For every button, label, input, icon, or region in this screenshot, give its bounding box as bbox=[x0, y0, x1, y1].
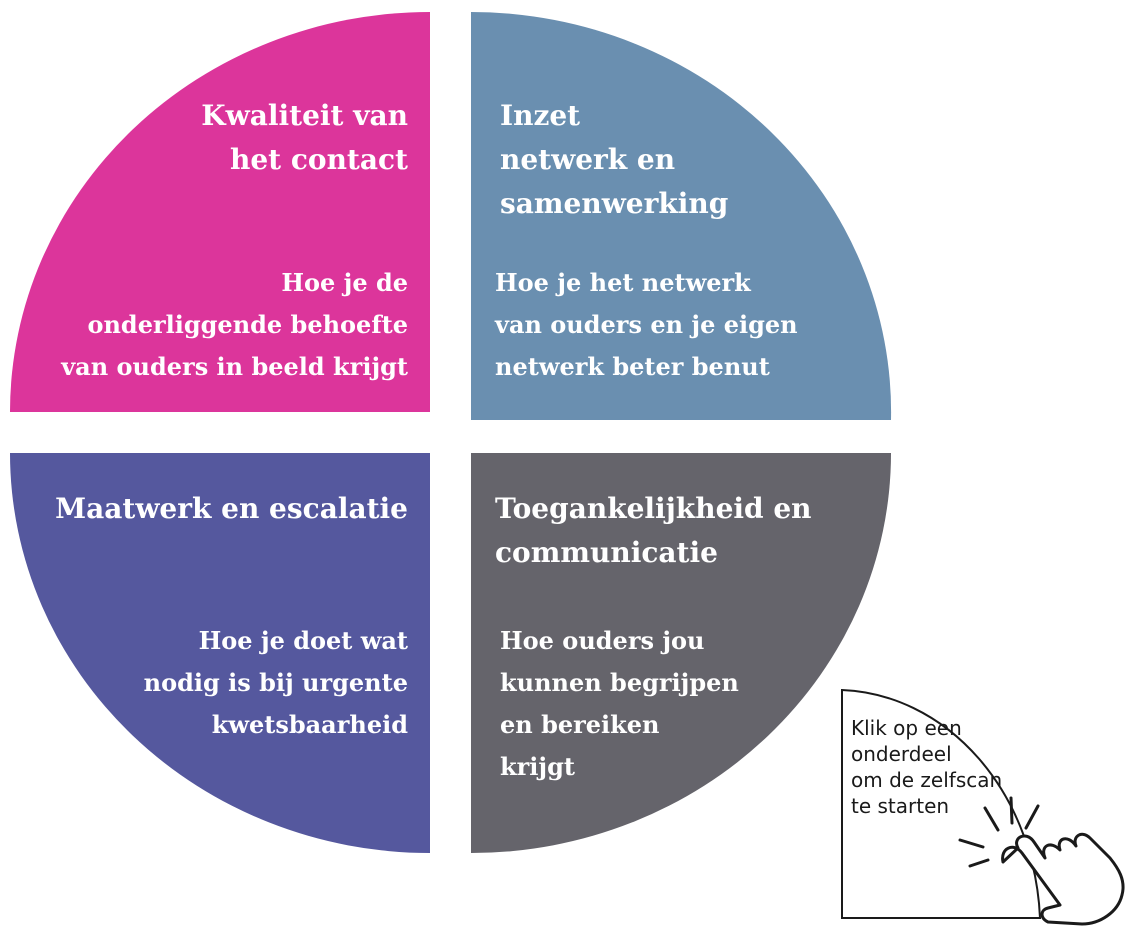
segment-title-inzet[interactable]: Inzet netwerk en samenwerking bbox=[500, 94, 728, 226]
segment-desc-kwaliteit[interactable]: Hoe je de onderliggende behoefte van oud… bbox=[12, 262, 408, 388]
desc-line: Hoe je doet wat bbox=[198, 626, 408, 655]
desc-line: onderliggende behoefte bbox=[87, 310, 408, 339]
segment-inzet[interactable] bbox=[471, 11, 892, 420]
hint-line: Klik op een bbox=[851, 716, 962, 740]
title-line: netwerk en bbox=[500, 143, 676, 176]
title-line: Inzet bbox=[500, 99, 581, 132]
segment-desc-maatwerk[interactable]: Hoe je doet wat nodig is bij urgente kwe… bbox=[60, 620, 408, 746]
title-line: het contact bbox=[230, 143, 408, 176]
title-line: communicatie bbox=[495, 536, 718, 569]
desc-line: en bereiken bbox=[500, 710, 660, 739]
desc-line: Hoe ouders jou bbox=[500, 626, 705, 655]
desc-line: kwetsbaarheid bbox=[211, 710, 408, 739]
desc-line: krijgt bbox=[500, 752, 575, 781]
segment-title-toegankelijkheid[interactable]: Toegankelijkheid en communicatie bbox=[495, 487, 812, 575]
segment-title-kwaliteit[interactable]: Kwaliteit van het contact bbox=[130, 94, 408, 182]
title-line: samenwerking bbox=[500, 187, 729, 220]
hint-line: onderdeel bbox=[851, 742, 952, 766]
segment-desc-inzet[interactable]: Hoe je het netwerk van ouders en je eige… bbox=[495, 262, 798, 388]
segment-toegankelijkheid[interactable] bbox=[471, 453, 891, 853]
segment-maatwerk[interactable] bbox=[10, 453, 430, 853]
hint-line: te starten bbox=[851, 794, 950, 818]
desc-line: nodig is bij urgente bbox=[143, 668, 408, 697]
desc-line: kunnen begrijpen bbox=[500, 668, 739, 697]
hint-text: Klik op een onderdeel om de zelfscan te … bbox=[851, 715, 1002, 819]
title-line: Toegankelijkheid en bbox=[495, 492, 812, 525]
segment-kwaliteit[interactable] bbox=[10, 12, 430, 412]
desc-line: van ouders en je eigen bbox=[495, 310, 798, 339]
desc-line: netwerk beter benut bbox=[495, 352, 770, 381]
segment-desc-toegankelijkheid[interactable]: Hoe ouders jou kunnen begrijpen en berei… bbox=[500, 620, 739, 788]
title-line: Kwaliteit van bbox=[201, 99, 408, 132]
desc-line: van ouders in beeld krijgt bbox=[61, 352, 408, 381]
hand-click-icon bbox=[958, 796, 1125, 926]
segment-title-maatwerk[interactable]: Maatwerk en escalatie bbox=[14, 487, 408, 531]
hint-card bbox=[841, 688, 1042, 919]
hint-line: om de zelfscan bbox=[851, 768, 1003, 792]
desc-line: Hoe je de bbox=[281, 268, 408, 297]
desc-line: Hoe je het netwerk bbox=[495, 268, 751, 297]
title-line: Maatwerk en escalatie bbox=[55, 492, 408, 525]
